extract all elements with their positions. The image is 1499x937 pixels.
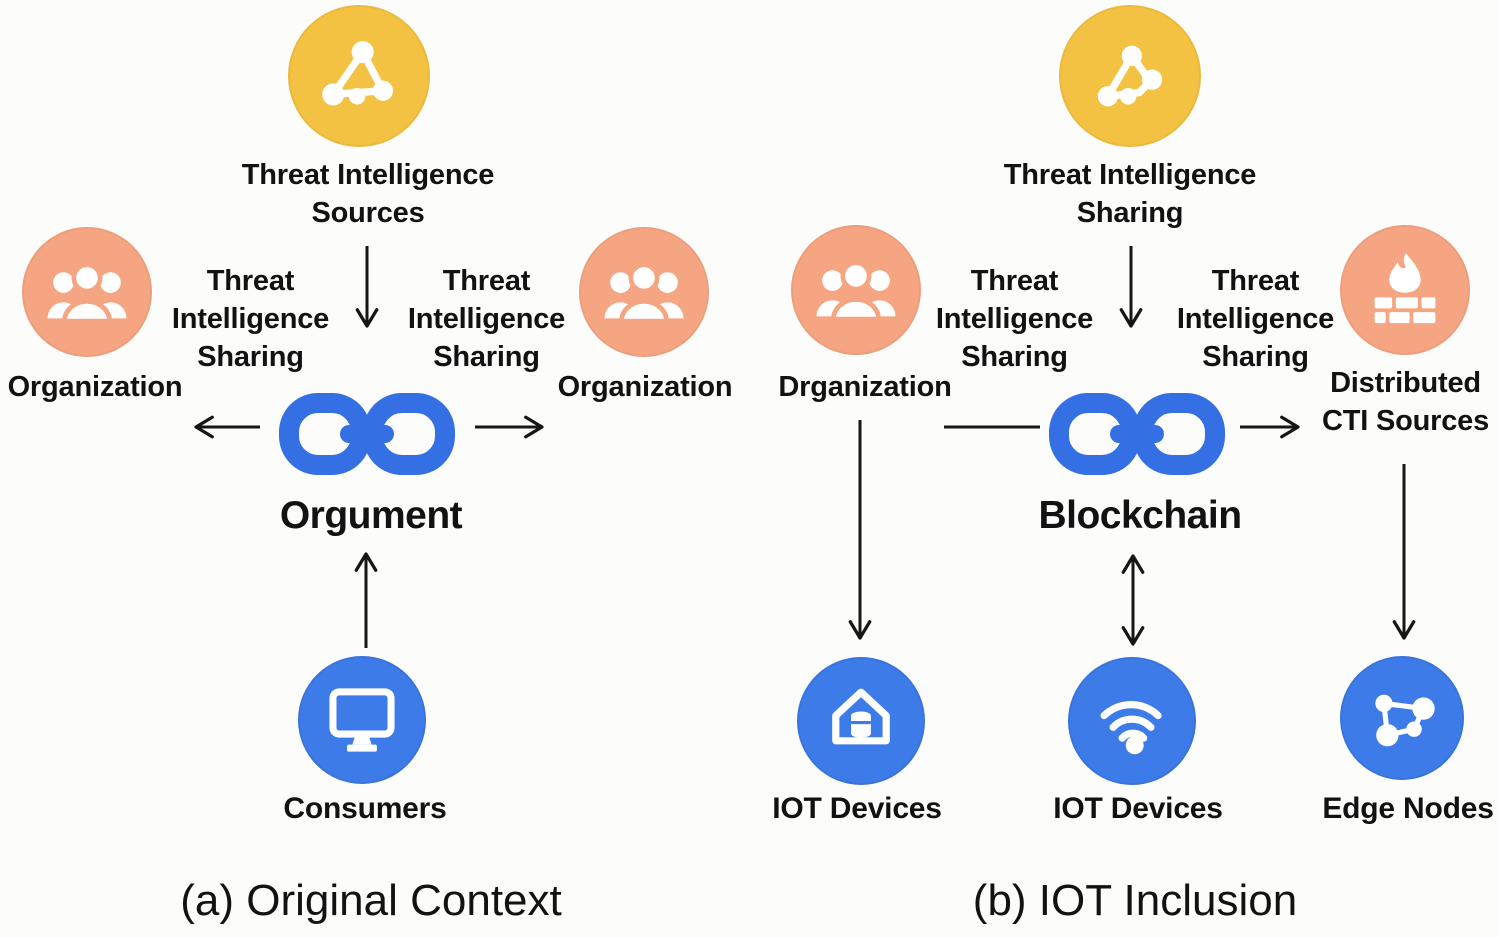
iot-devices-home-label: IOT Devices [772,792,942,825]
smart-home-icon [832,688,890,745]
people-group-icon [604,262,684,324]
iot-devices-wifi-node [1068,657,1196,785]
wifi-icon [1100,701,1162,755]
people-group-icon [816,260,896,322]
distributed-cti-node [1340,225,1470,355]
organization-left-node-a [22,227,152,357]
threat-intel-sharing-label: Threat Intelligence Sharing [1003,159,1257,229]
organization-right-node-a [579,227,709,357]
hub-label-b: Blockchain [1038,494,1242,537]
threat-intel-sharing-node [1059,5,1201,147]
threat-intel-sources-label: Threat Intelligence Sources [241,159,495,229]
share-right-label-a: Threat Intelligence Sharing [407,265,566,373]
organization-right-label-a: Organization [557,371,733,403]
distributed-cti-label: Distributed CTI Sources [1321,367,1489,437]
organization-label-b: Drganization [778,371,952,403]
network-share-icon [1097,45,1163,107]
caption-a: (a) Original Context [180,876,562,925]
organization-left-label-a: Organization [7,371,183,403]
share-left-label-a: Threat Intelligence Sharing [171,265,330,373]
iot-devices-home-node [797,657,925,785]
consumers-label: Consumers [283,792,447,825]
hub-label-a: Orgument [279,494,463,537]
caption-b: (b) IOT Inclusion [972,876,1298,925]
people-group-icon [47,262,127,324]
firewall-icon [1374,253,1436,324]
iot-devices-wifi-label: IOT Devices [1053,792,1223,825]
chain-link-icon [279,393,455,475]
connected-nodes-icon [1375,694,1435,747]
edge-nodes-label: Edge Nodes [1322,792,1494,825]
network-share-icon [322,41,394,106]
organization-node-b [791,225,921,355]
share-right-label-b: Threat Intelligence Sharing [1176,265,1335,373]
monitor-icon [329,688,395,752]
chain-link-icon [1049,393,1225,475]
edge-nodes-node [1340,656,1464,780]
threat-intel-sources-node [288,5,430,147]
share-left-label-b: Threat Intelligence Sharing [935,265,1094,373]
consumers-node [298,656,426,784]
